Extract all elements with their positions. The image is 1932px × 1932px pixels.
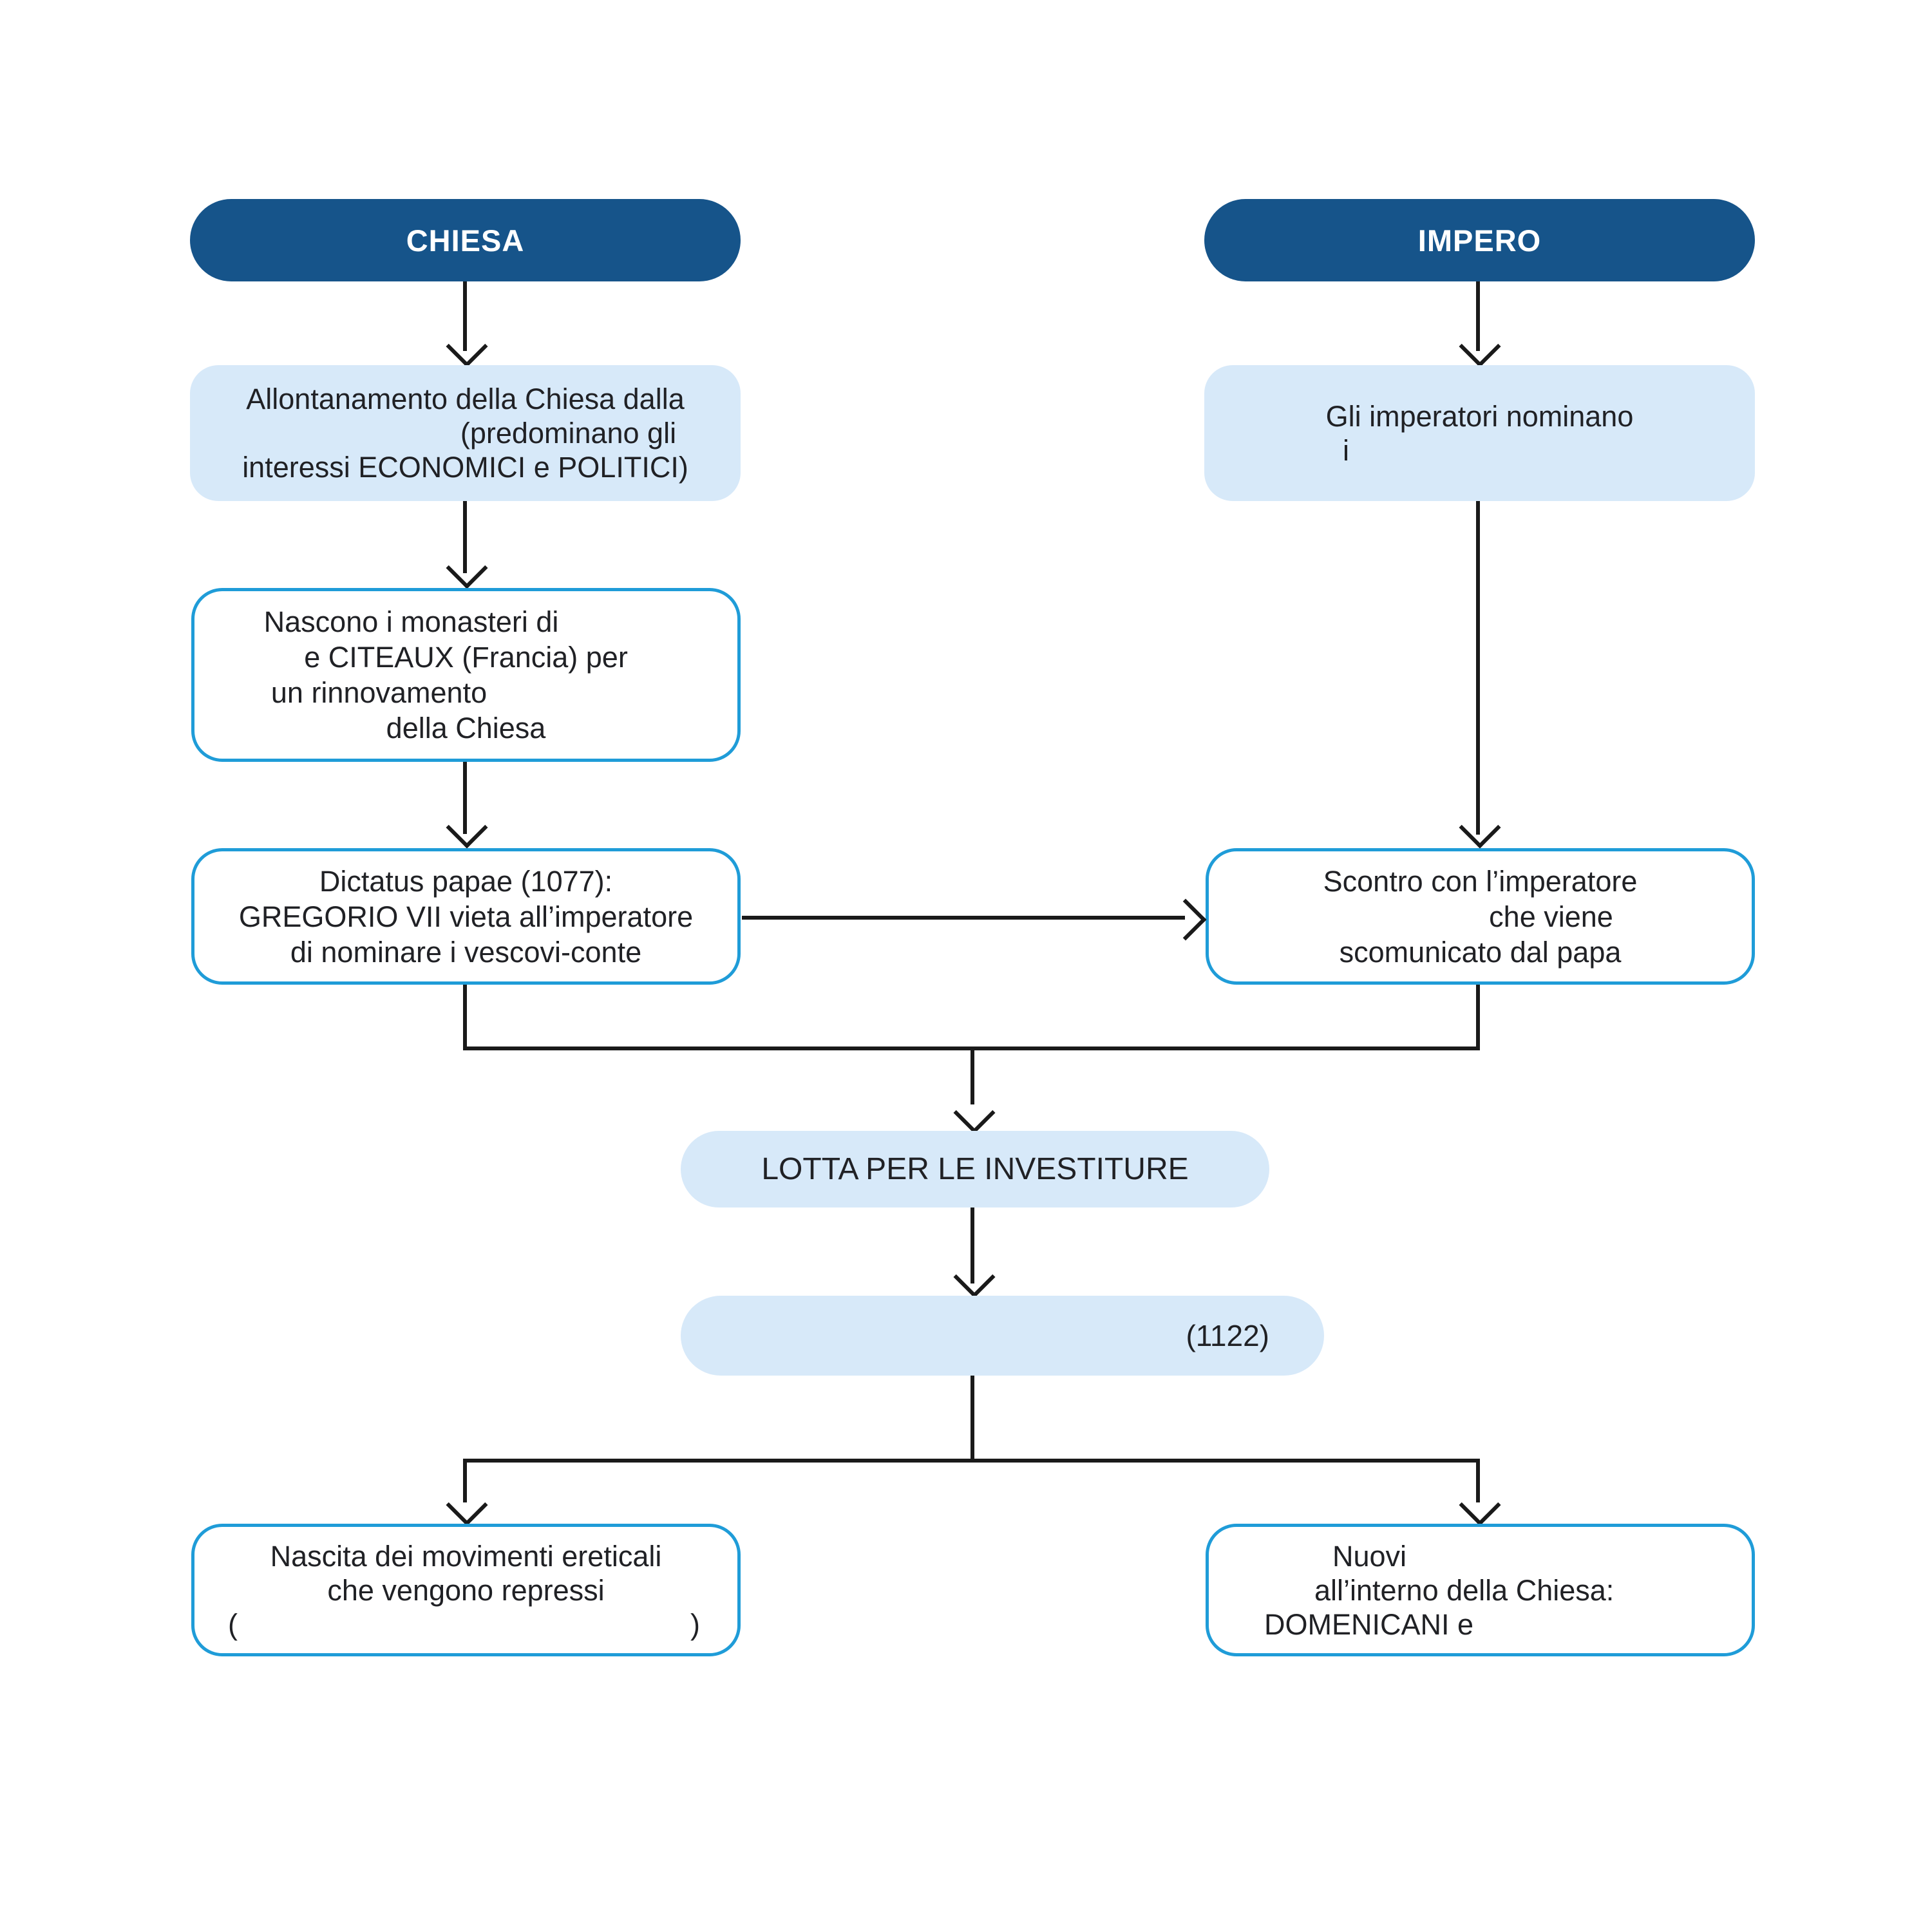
arrow-head-b-to-scontro-icon (1459, 806, 1501, 849)
header-pill-chiesa: CHIESA (190, 199, 741, 281)
arrow-line-merge-to-lotta (971, 1046, 974, 1104)
connector-left-drop (463, 985, 467, 1050)
box-monasteri: Nascono i monasteri di e CITEAUX (Franci… (191, 588, 741, 762)
box-text-line: (predominano gli (460, 417, 677, 450)
box-lotta-investiture: LOTTA PER LE INVESTITURE (681, 1131, 1269, 1208)
arrow-head-a-to-monasteri-icon (446, 547, 488, 589)
box-text-line: Scontro con l’imperatore (1323, 864, 1638, 898)
box-text-line: scomunicato dal papa (1339, 935, 1622, 969)
box-imperatori-nominano: Gli imperatori nominano i (1204, 365, 1755, 501)
paren-close: ) (690, 1607, 700, 1641)
connector-concordato-drop (971, 1376, 974, 1463)
box-text-line: Nuovi (1332, 1539, 1407, 1573)
header-pill-impero: IMPERO (1204, 199, 1755, 281)
box-allontanamento-chiesa: Allontanamento della Chiesa dalla (predo… (190, 365, 741, 501)
box-text-line: che viene (1489, 900, 1613, 933)
box-scontro-imperatore: Scontro con l’imperatore che viene scomu… (1206, 848, 1755, 985)
box-text-line: Nascita dei movimenti ereticali (270, 1539, 662, 1573)
arrow-head-merge-to-lotta-icon (953, 1092, 996, 1134)
box-text-line: di nominare i vescovi-conte (290, 935, 642, 969)
arrow-line-b-to-scontro (1476, 501, 1480, 835)
arrow-line-dictatus-to-scontro (742, 916, 1185, 920)
arrow-head-fork-left-icon (446, 1484, 488, 1526)
box-text-line: Allontanamento della Chiesa dalla (246, 383, 685, 415)
box-concordato-1122: (1122) (681, 1296, 1324, 1376)
box-text-line: della Chiesa (386, 712, 546, 744)
box-text-line: DOMENICANI e (1264, 1607, 1474, 1641)
box-text-line: un rinnovamento (270, 676, 488, 709)
arrow-head-monasteri-to-dictatus-icon (446, 806, 488, 849)
connector-right-drop (1476, 985, 1480, 1050)
box-movimenti-ereticali: Nascita dei movimenti ereticali che veng… (191, 1524, 741, 1656)
box-text-line: Dictatus papae (1077): (319, 864, 613, 898)
arrow-line-fork-right (1476, 1459, 1480, 1502)
arrow-line-monasteri-to-dictatus (463, 762, 467, 834)
arrow-head-fork-right-icon (1459, 1484, 1501, 1526)
arrow-head-impero-down-icon (1459, 325, 1501, 368)
box-dictatus-papae: Dictatus papae (1077): GREGORIO VII viet… (191, 848, 741, 985)
arrow-head-lotta-to-concordato-icon (953, 1256, 996, 1298)
box-text-line: i (1343, 433, 1349, 467)
paren-open: ( (228, 1607, 238, 1641)
arrow-line-lotta-to-concordato (971, 1208, 974, 1283)
box-nuovi-ordini: Nuovi all’interno della Chiesa: DOMENICA… (1206, 1524, 1755, 1656)
box-text-line: all’interno della Chiesa: (1314, 1573, 1615, 1607)
arrow-line-a-to-monasteri (463, 501, 467, 573)
box-text-line: GREGORIO VII vieta all’imperatore (238, 900, 694, 933)
box-text-line: e CITEAUX (Francia) per (304, 641, 628, 674)
box-text-line: Nascono i monasteri di (263, 605, 559, 638)
arrow-head-dictatus-to-scontro-icon (1164, 898, 1207, 941)
box-text-line: Gli imperatori nominano (1325, 399, 1634, 433)
arrow-head-chiesa-down-icon (446, 325, 488, 368)
box-text-line: interessi ECONOMICI e POLITICI) (242, 451, 688, 484)
connector-fork-bar (463, 1459, 1480, 1463)
arrow-line-impero-down (1476, 281, 1480, 351)
arrow-line-chiesa-down (463, 281, 467, 351)
arrow-line-fork-left (463, 1459, 467, 1502)
box-blank-parens: ( ) (194, 1607, 737, 1642)
box-text-line: che vengono repressi (327, 1573, 605, 1607)
